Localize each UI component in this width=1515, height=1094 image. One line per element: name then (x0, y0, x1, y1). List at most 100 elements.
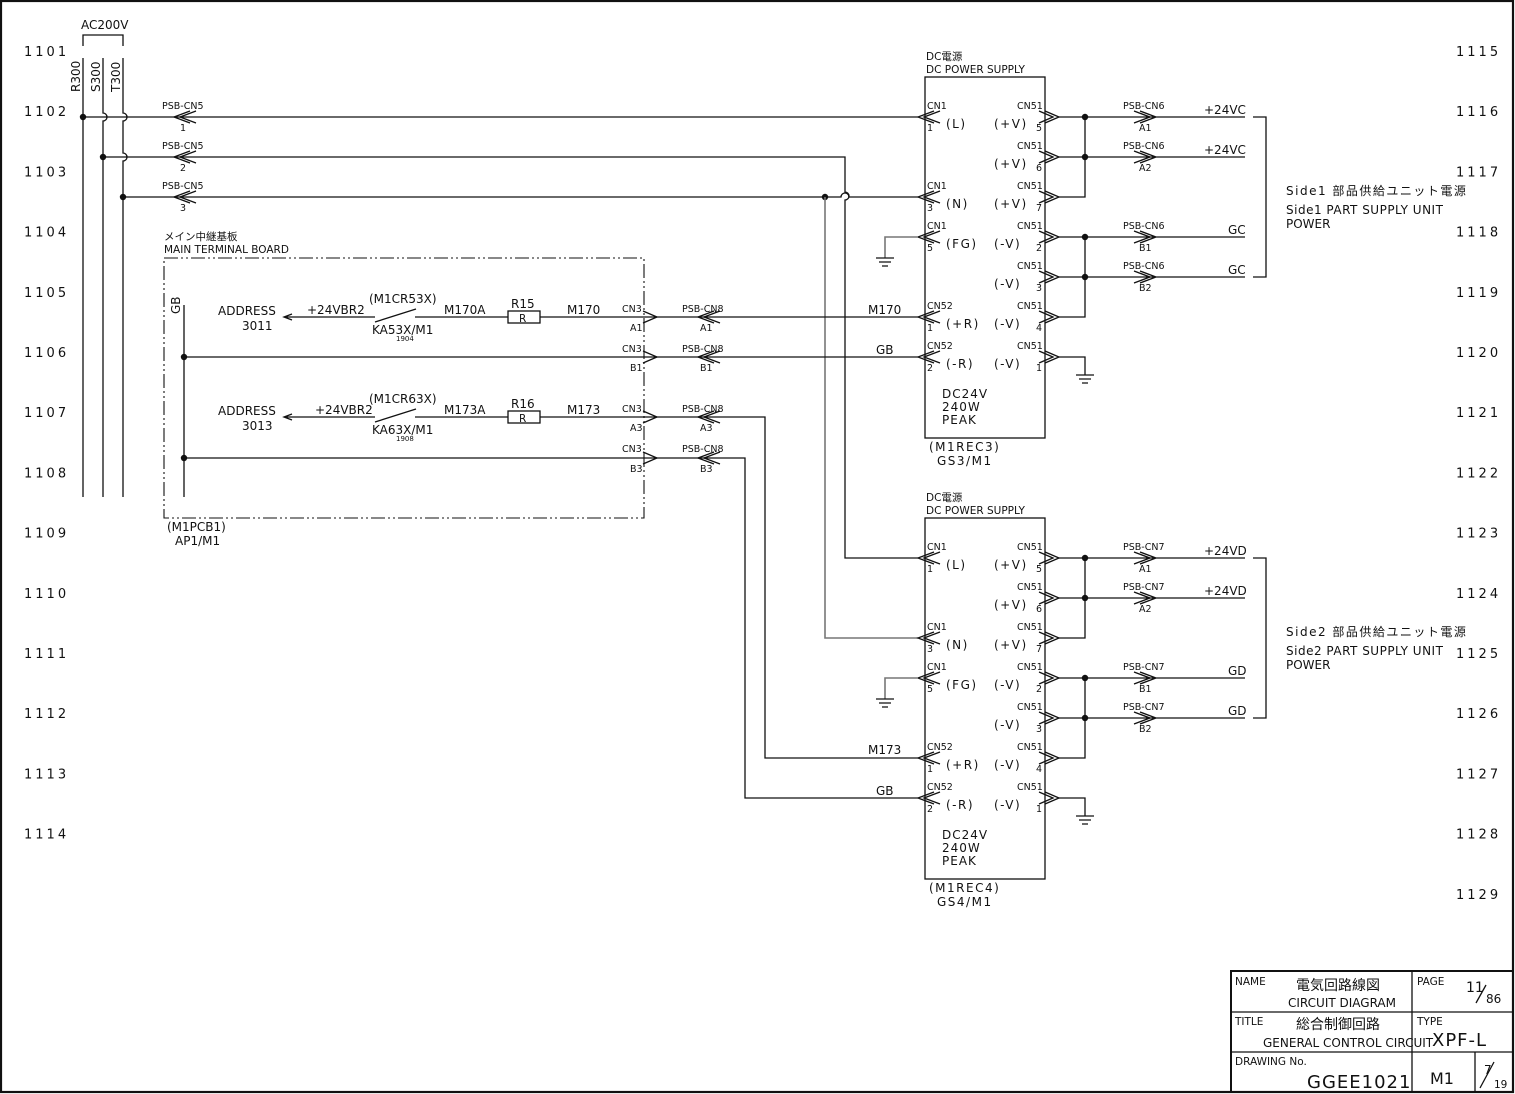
input-pin: 1 (927, 123, 933, 134)
input-connector: CN1 (927, 221, 947, 232)
connector-symbol (1038, 270, 1061, 284)
connector-symbol (1038, 551, 1061, 565)
psu-rating: DC24V (942, 828, 988, 842)
row-number: 1124 (1456, 587, 1501, 602)
output-function: (+V) (994, 598, 1028, 612)
connector-symbol (1038, 150, 1061, 164)
input-function: (L) (946, 558, 967, 572)
row-number: 1127 (1456, 767, 1501, 782)
junction-dot (1081, 714, 1089, 722)
psb-cn5-pin3: PSB-CN5 3 (162, 181, 204, 214)
output-connector: CN51 (1017, 221, 1043, 232)
svg-text:R: R (519, 313, 526, 325)
unit-label-en: Side2 PART SUPPLY UNIT (1286, 644, 1444, 658)
main-terminal-board: メイン中継基板 MAIN TERMINAL BOARD (M1PCB1) AP1… (163, 230, 918, 799)
junction-dot (1081, 554, 1089, 562)
svg-text:B1: B1 (700, 363, 713, 374)
junction-dot (1081, 153, 1089, 161)
unit-pin: A1 (1139, 123, 1152, 134)
junction-dot (1081, 273, 1089, 281)
ac200v-bus: AC200V R300 S300 T300 PSB-CN5 1 PSB-CN5 … (69, 18, 918, 639)
svg-text:M173: M173 (868, 743, 901, 757)
row-number: 1129 (1456, 888, 1501, 903)
svg-text:M170: M170 (567, 303, 600, 317)
psu-title-jp: DC電源 (926, 50, 963, 63)
connector-symbol (1130, 711, 1245, 725)
type-label: TYPE (1416, 1016, 1443, 1028)
svg-text:PSB-CN5: PSB-CN5 (162, 181, 204, 192)
connector-symbol (916, 551, 941, 565)
output-function: (-V) (994, 317, 1021, 331)
bus-line-label-s: S300 (89, 61, 103, 92)
svg-text:3013: 3013 (242, 419, 273, 433)
title-jp: 総合制御回路 (1296, 1017, 1380, 1033)
bus-line-label-t: T300 (109, 62, 123, 93)
connector-symbol (916, 110, 941, 124)
input-pin: 3 (927, 203, 933, 214)
svg-text:CN3: CN3 (622, 404, 642, 415)
svg-text:(M1CR63X): (M1CR63X) (369, 392, 437, 406)
output-function: (-V) (994, 237, 1021, 251)
connector-symbol (1038, 631, 1061, 645)
unit-connector: PSB-CN6 (1123, 221, 1165, 232)
unit-pin: B2 (1139, 724, 1152, 735)
title-label: TITLE (1234, 1016, 1263, 1028)
output-connector: CN51 (1017, 261, 1043, 272)
output-connector: CN51 (1017, 301, 1043, 312)
connector-symbol (1038, 310, 1061, 324)
input-pin: 3 (927, 644, 933, 655)
row-number: 1115 (1456, 45, 1501, 60)
unit-connector: PSB-CN7 (1123, 542, 1165, 553)
bus-bracket (82, 34, 124, 46)
psu-code: GS4/M1 (937, 895, 993, 909)
drawing-number: GGEE1021 (1307, 1072, 1411, 1093)
junction-dot (1081, 674, 1089, 682)
connector-symbol (916, 230, 941, 244)
unit-signal: +24VC (1204, 143, 1246, 157)
row-number: 1106 (24, 346, 69, 361)
wire-label-gb-1: GB (876, 343, 894, 357)
unit-connector: PSB-CN6 (1123, 101, 1165, 112)
wire-n-psu2 (824, 197, 918, 639)
junction-dot (1081, 113, 1089, 121)
connector-symbol (1038, 791, 1061, 805)
connector-symbol (1130, 671, 1245, 685)
board-outline (163, 257, 645, 519)
psu-title-en: DC POWER SUPPLY (926, 505, 1025, 517)
input-function: (-R) (946, 357, 974, 371)
psu-rating: DC24V (942, 387, 988, 401)
output-function: (-V) (994, 678, 1021, 692)
svg-text:1904: 1904 (396, 335, 414, 343)
board-ref: (M1PCB1) (167, 520, 226, 534)
svg-text:R: R (519, 413, 526, 425)
row-number: 1116 (1456, 105, 1501, 120)
connector-symbol (1038, 350, 1061, 364)
connector-symbol (916, 190, 941, 204)
row-number: 1101 (24, 45, 69, 60)
ground-icon (1076, 815, 1094, 825)
unit-label-en-2: POWER (1286, 658, 1330, 672)
input-connector: CN52 (927, 301, 953, 312)
page-total: 86 (1486, 992, 1501, 1006)
svg-text:KA63X/M1: KA63X/M1 (372, 423, 433, 437)
connector-symbol (1038, 671, 1061, 685)
connector-symbol (916, 310, 941, 324)
svg-text:1908: 1908 (396, 435, 414, 443)
row-number: 1121 (1456, 406, 1501, 421)
connector-symbol (916, 631, 941, 645)
address-circuit-3011: ADDRESS 3011 +24VBR2 (M1CR53X) KA53X/M1 … (218, 292, 918, 343)
input-connector: CN1 (927, 542, 947, 553)
svg-text:M173A: M173A (444, 403, 486, 417)
unit-pin: A2 (1139, 604, 1152, 615)
input-pin: 1 (927, 764, 933, 775)
unit-signal: +24VD (1204, 544, 1247, 558)
board-title-jp: メイン中継基板 (164, 230, 238, 243)
output-function: (-V) (994, 357, 1021, 371)
svg-text:ADDRESS: ADDRESS (218, 404, 276, 418)
drawing-label: DRAWING No. (1235, 1056, 1307, 1068)
output-connector: CN51 (1017, 341, 1043, 352)
row-number: 1120 (1456, 346, 1501, 361)
svg-text:+24VBR2: +24VBR2 (315, 403, 373, 417)
connector-symbol (1038, 190, 1061, 204)
